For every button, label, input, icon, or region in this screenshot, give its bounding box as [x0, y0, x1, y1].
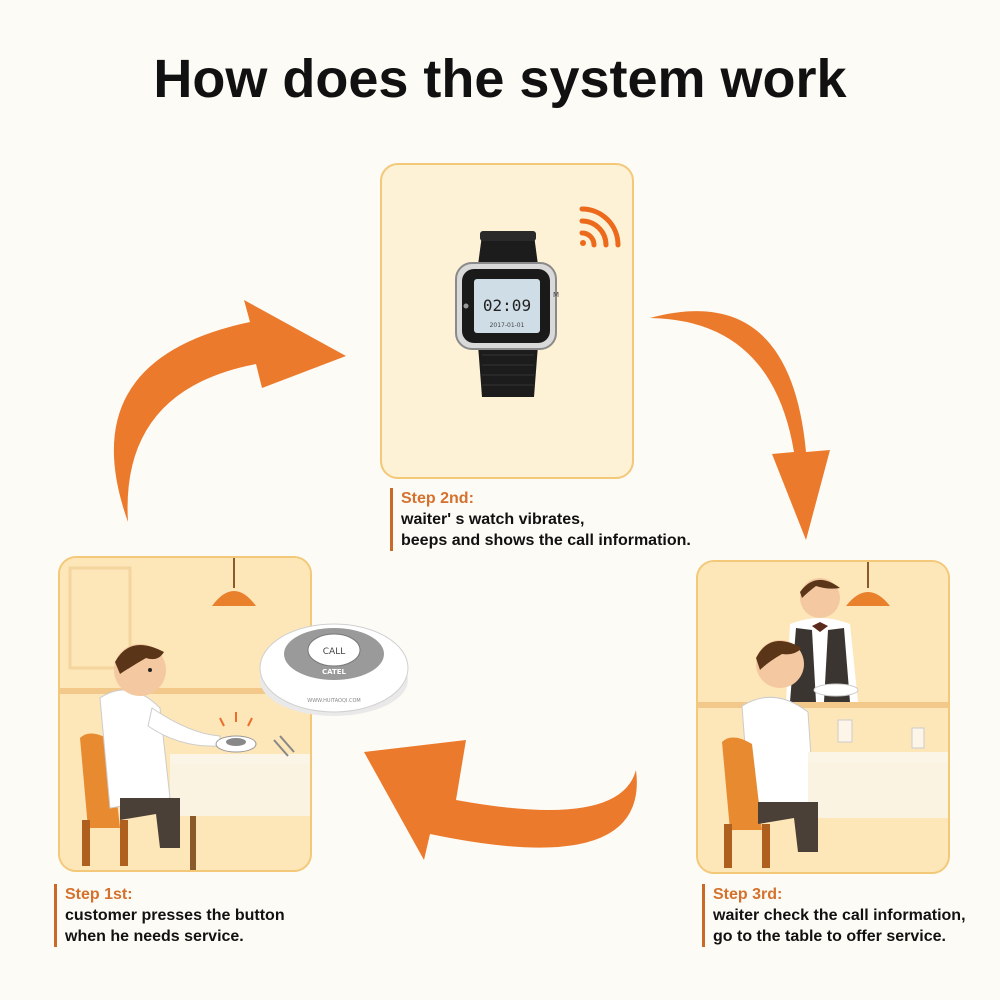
- watch-side-label: M: [553, 291, 559, 299]
- arrow-step3-to-step1: [364, 740, 637, 860]
- step-1-label: Step 1st:: [65, 886, 133, 903]
- watch-date: 2017-01-01: [490, 322, 525, 329]
- step-2-line-2: beeps and shows the call information.: [401, 532, 691, 549]
- step-3-line-2: go to the table to offer service.: [713, 928, 946, 945]
- watch-illustration: 02:09 2017-01-01 M: [455, 206, 621, 397]
- watch-time: 02:09: [483, 296, 531, 315]
- step-2-label: Step 2nd:: [401, 490, 474, 507]
- call-button-url: WWW.HUITAOQI.COM: [307, 698, 360, 704]
- step-3-caption: Step 3rd: waiter check the call informat…: [702, 884, 966, 947]
- arrow-step1-to-step2: [113, 300, 347, 522]
- step-3-line-1: waiter check the call information,: [713, 907, 966, 924]
- call-button-brand: CATEL: [322, 668, 347, 676]
- wireless-signal-icon: [579, 206, 621, 248]
- step-3-label: Step 3rd:: [713, 886, 783, 903]
- page-title: How does the system work: [153, 49, 847, 109]
- customer-illustration: [60, 558, 310, 870]
- step-1-line-1: customer presses the button: [65, 907, 285, 924]
- waiter-illustration: [698, 562, 948, 872]
- call-button-device: CALL CATEL WWW.HUITAOQI.COM: [259, 623, 409, 716]
- step-2-line-1: waiter' s watch vibrates,: [401, 511, 585, 528]
- step-2-caption: Step 2nd: waiter' s watch vibrates, beep…: [390, 488, 691, 551]
- step-1-line-2: when he needs service.: [65, 928, 244, 945]
- step-3-panel: [696, 560, 950, 874]
- step-1-caption: Step 1st: customer presses the button wh…: [54, 884, 285, 947]
- call-button-label: CALL: [323, 647, 345, 657]
- step-2-panel: 02:09 2017-01-01 M: [380, 163, 634, 479]
